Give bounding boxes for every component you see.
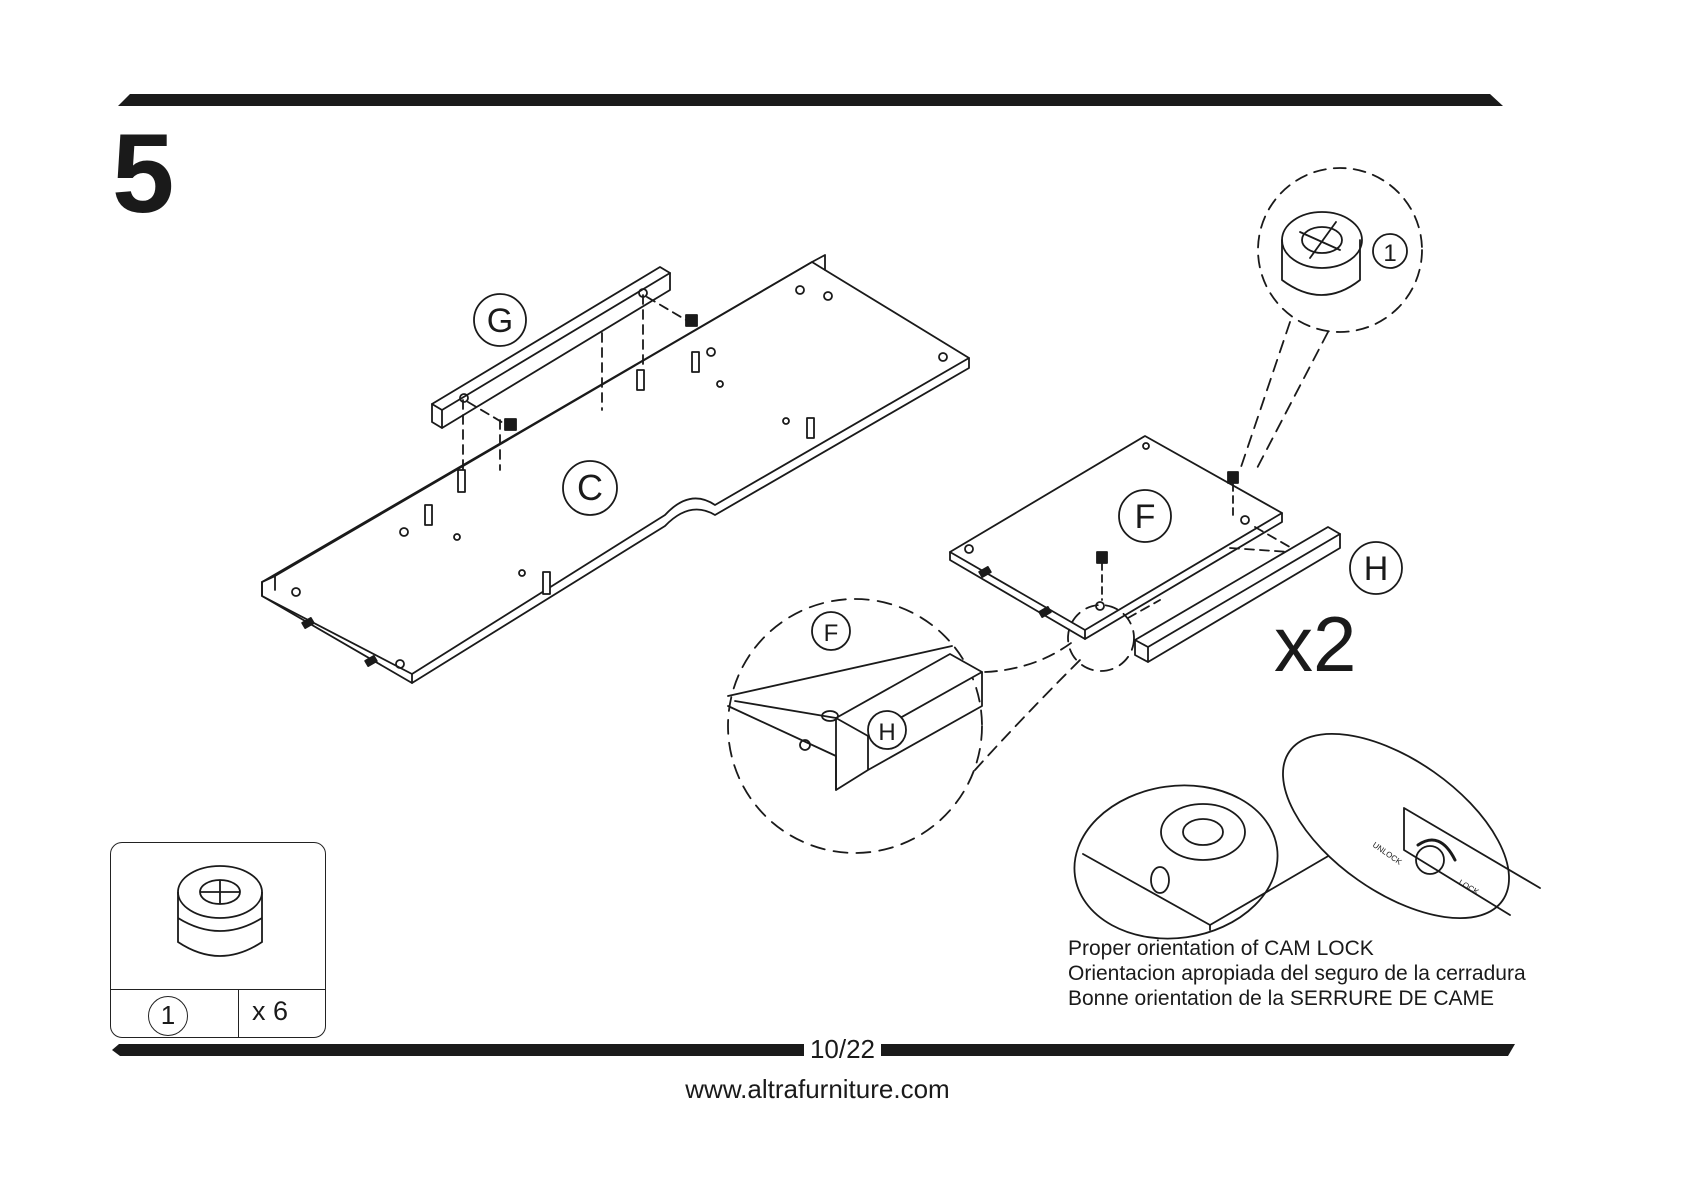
label-detail-h: H (878, 719, 895, 746)
quantity-multiplier: x2 (1274, 605, 1356, 683)
joint-detail-zoom (728, 599, 1134, 853)
label-cam-callout: 1 (1383, 240, 1396, 267)
cam-lock-part-icon (160, 862, 280, 972)
parts-divider (110, 989, 326, 990)
cam-orientation-detail (1064, 697, 1540, 954)
label-c: C (577, 467, 603, 508)
page-number-text: 10/22 (804, 1034, 881, 1064)
label-detail-f: F (824, 620, 839, 647)
website-url: www.altrafurniture.com (0, 1074, 1635, 1105)
page-number: 10/22 (0, 1034, 1685, 1064)
panel-f-drawing (950, 436, 1295, 639)
label-f: F (1135, 498, 1156, 536)
cam-callout-zoom (1240, 168, 1422, 472)
label-g: G (487, 302, 513, 340)
cam-lock-notes: Proper orientation of CAM LOCK Orientaci… (1068, 936, 1526, 1011)
note-spanish: Orientacion apropiada del seguro de la c… (1068, 961, 1526, 986)
note-french: Bonne orientation de la SERRURE DE CAME (1068, 986, 1526, 1011)
note-english: Proper orientation of CAM LOCK (1068, 936, 1526, 961)
part-quantity: x 6 (252, 996, 288, 1027)
label-h: H (1364, 550, 1389, 588)
